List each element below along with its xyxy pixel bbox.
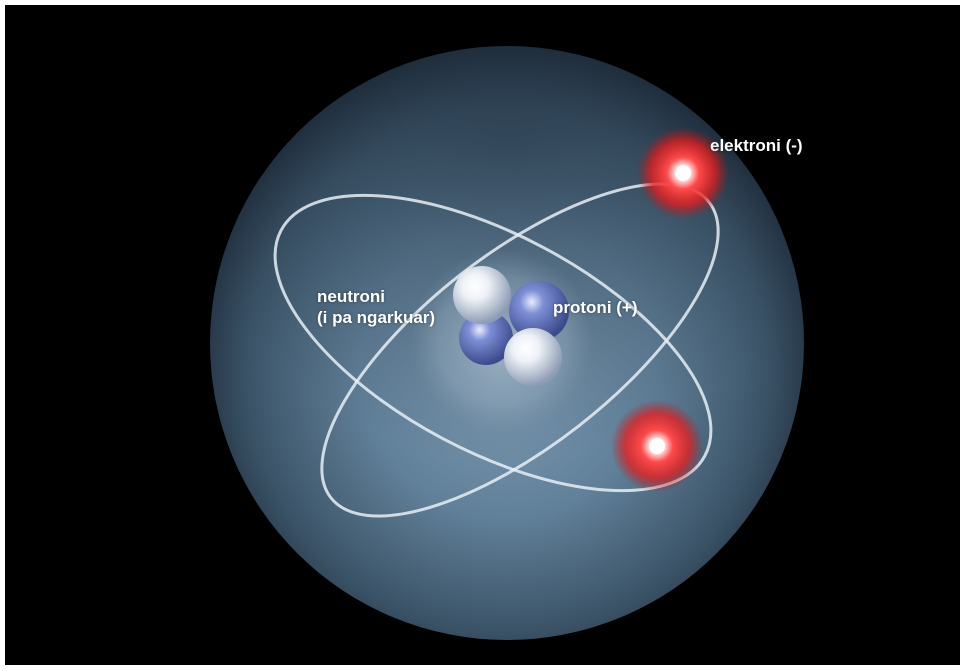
neutron-label-line1: neutroni xyxy=(317,287,385,306)
neutron-label-line2: (i pa ngarkuar) xyxy=(317,308,436,327)
proton-particle xyxy=(504,328,562,386)
neutron-particle xyxy=(459,311,513,365)
electron-particle xyxy=(649,438,665,454)
proton-label: protoni (+) xyxy=(553,298,638,317)
neutron-label: neutroni (i pa ngarkuar) xyxy=(317,286,435,328)
atom-illustration: elektroni (-) protoni (+) neutroni (i pa… xyxy=(5,5,960,665)
electron-particle xyxy=(675,165,691,181)
proton-particle xyxy=(453,266,511,324)
neutron-particle xyxy=(509,281,569,341)
electrons xyxy=(611,127,729,492)
orbit-ring xyxy=(273,193,713,493)
electron-label: elektroni (-) xyxy=(710,136,803,155)
atom-diagram xyxy=(210,46,804,640)
nucleus xyxy=(453,266,569,386)
